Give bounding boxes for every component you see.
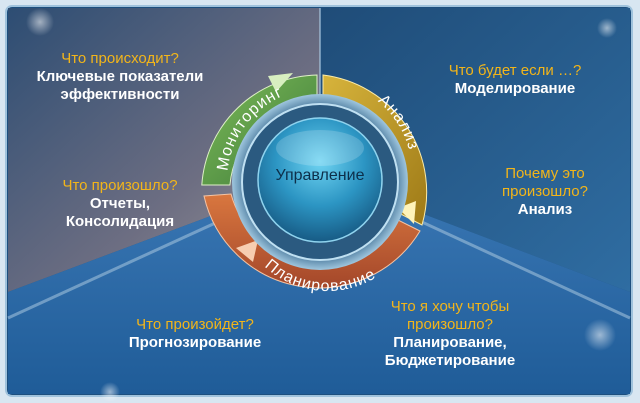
panel-answer-line: Прогнозирование [128,334,262,351]
panel-answer-line: Планирование, [393,334,507,351]
panel-mid-left: Что произошло? Отчеты, Консолидация [20,177,220,231]
panel-question: Что будет если …? [448,62,582,79]
panel-question: произошло? [502,183,588,200]
panel-question: Что я хочу чтобы [390,298,510,315]
center-label: Управление [276,167,365,184]
panel-question: Что происходит? [61,50,179,67]
sector-top-left [8,8,320,292]
panel-question: Почему это [505,165,585,182]
panel-answer-line: Бюджетирование [384,352,516,369]
panel-question: Что произойдет? [136,316,254,333]
panel-answer-line: Ключевые показатели [36,68,204,85]
panel-top-right: Что будет если …? Моделирование [415,62,615,98]
panel-question: Что произошло? [62,177,178,194]
panel-top-left: Что происходит? Ключевые показатели эффе… [20,50,220,104]
panel-mid-right: Почему это произошло? Анализ [465,165,625,219]
center-disc [257,117,383,243]
panel-bottom-right: Что я хочу чтобы произошло? Планирование… [345,298,555,370]
panel-answer-line: Консолидация [65,213,175,230]
panel-answer-line: Анализ [517,201,573,218]
sector-top-right [320,8,630,292]
panel-answer-line: Отчеты, [89,195,151,212]
arrow-planning-icon [236,240,258,262]
panel-question: произошло? [407,316,493,333]
panel-bottom-left: Что произойдет? Прогнозирование [95,316,295,352]
panel-answer-line: Моделирование [454,80,576,97]
arrow-monitoring-icon [268,73,293,92]
panel-answer-line: эффективности [60,86,180,103]
